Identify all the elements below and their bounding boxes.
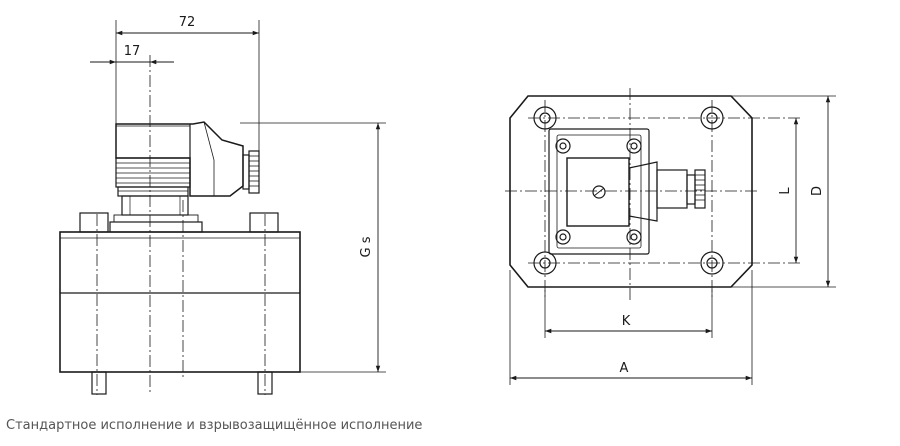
- dim-label-l: L: [778, 187, 793, 195]
- dim-label-17: 17: [124, 44, 141, 59]
- drawing-caption: Стандартное исполнение и взрывозащищённо…: [6, 418, 423, 433]
- valve-body: [59, 212, 301, 395]
- dim-label-72: 72: [179, 15, 196, 30]
- front-view: [505, 88, 836, 385]
- extension-lines: [115, 20, 386, 373]
- dim-label-k: K: [622, 314, 631, 329]
- dim-label-gs: G s: [359, 236, 374, 257]
- flange-holes: [555, 138, 642, 245]
- center-lines: [96, 55, 266, 395]
- inner-flange: [548, 128, 650, 255]
- connector-housing: [115, 121, 260, 197]
- coil-box: [566, 157, 706, 227]
- coil-mount: [109, 157, 203, 233]
- front-extension-lines: [509, 95, 836, 385]
- front-center-lines: [505, 88, 800, 300]
- dim-label-a: A: [620, 361, 629, 376]
- side-view: [59, 20, 386, 395]
- dim-label-d: D: [810, 186, 825, 196]
